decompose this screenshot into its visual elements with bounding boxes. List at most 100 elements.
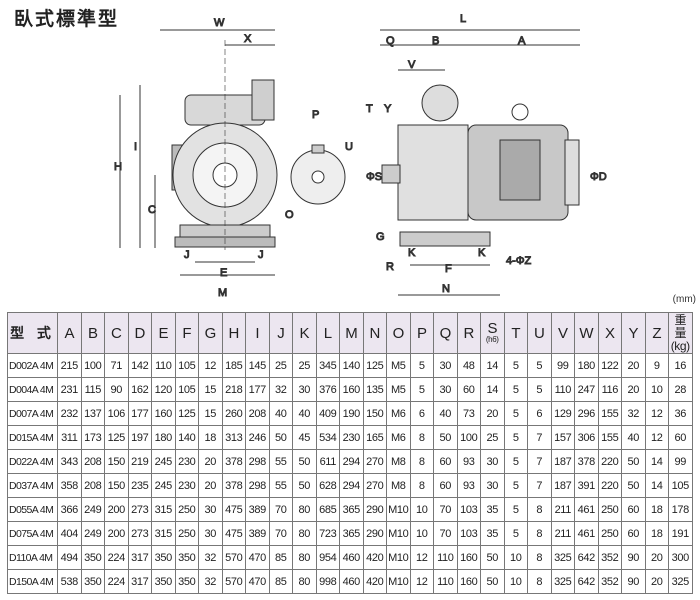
header-label: M [345, 324, 358, 342]
cell-value: 60 [456, 377, 481, 402]
dim-label-v: V [408, 59, 416, 71]
header-u: U [527, 312, 552, 354]
cell-value: 20 [480, 401, 505, 426]
cell-value: 150 [104, 473, 129, 498]
header-label: N [369, 324, 381, 342]
cell-value: 185 [221, 353, 246, 378]
cell-value: 7 [527, 449, 552, 474]
cell-value: 30 [480, 449, 505, 474]
dim-label-q: Q [386, 35, 395, 47]
cell-value: 313 [221, 425, 246, 450]
cell-value: 208 [245, 401, 270, 426]
cell-value: 230 [174, 449, 199, 474]
cell-value: 160 [456, 569, 481, 594]
cell-value: 30 [198, 497, 223, 522]
cell-value: 250 [174, 521, 199, 546]
header-label: E [158, 324, 169, 342]
cell-value: 215 [57, 353, 82, 378]
cell-value: 5 [503, 353, 528, 378]
cell-value: 150 [104, 449, 129, 474]
cell-value: 18 [644, 497, 669, 522]
cell-value: 177 [127, 401, 152, 426]
dim-label-x: X [244, 33, 252, 45]
cell-value: 32 [198, 545, 223, 570]
cell-value: 270 [362, 449, 387, 474]
header-label: V [557, 324, 568, 342]
cell-value: 954 [315, 545, 340, 570]
cell-value: 245 [151, 473, 176, 498]
dim-label-b: B [432, 35, 439, 47]
cell-value: 137 [80, 401, 105, 426]
cell-value: 20 [644, 545, 669, 570]
cell-value: 110 [433, 545, 458, 570]
cell-value: 211 [550, 521, 575, 546]
header-label: Z [652, 324, 662, 342]
cell-value: 211 [550, 497, 575, 522]
cell-value: 250 [597, 521, 622, 546]
header-w: W [574, 312, 599, 354]
cell-value: 55 [268, 473, 293, 498]
cell-value: 105 [668, 473, 693, 498]
cell-value: 231 [57, 377, 82, 402]
cell-value: 6 [409, 401, 434, 426]
cell-value: 36 [668, 401, 693, 426]
cell-value: 160 [151, 401, 176, 426]
header-x: X [597, 312, 622, 354]
cell-value: 998 [315, 569, 340, 594]
dim-label-t: T [366, 103, 373, 115]
header-weight-unit: (kg) [670, 338, 690, 353]
cell-value: 30 [433, 353, 458, 378]
cell-value: 160 [339, 377, 364, 402]
cell-value: 642 [574, 545, 599, 570]
dim-label-h: H [114, 161, 122, 173]
cell-value: 15 [198, 377, 223, 402]
cell-value: 106 [104, 401, 129, 426]
cell-value: 12 [409, 569, 434, 594]
cell-value: 460 [339, 545, 364, 570]
cell-value: M10 [386, 545, 411, 570]
cell-value: 125 [174, 401, 199, 426]
header-o: O [386, 312, 411, 354]
cell-value: 628 [315, 473, 340, 498]
dim-label-k2: K [478, 247, 486, 259]
header-b: B [80, 312, 105, 354]
cell-model: D007A 4M [7, 401, 58, 426]
cell-value: 232 [57, 401, 82, 426]
cell-value: 260 [221, 401, 246, 426]
cell-value: 8 [527, 521, 552, 546]
cell-value: 365 [339, 521, 364, 546]
dim-label-z: 4-ΦZ [506, 255, 532, 267]
cell-value: 723 [315, 521, 340, 546]
header-weight-label: 重量 [674, 312, 687, 340]
dim-label-w: W [214, 17, 225, 29]
header-label: L [323, 324, 332, 342]
dim-label-g: G [376, 231, 385, 243]
header-i: I [245, 312, 270, 354]
cell-value: 325 [550, 569, 575, 594]
cell-value: 197 [127, 425, 152, 450]
cell-value: 294 [339, 473, 364, 498]
cell-value: 115 [80, 377, 105, 402]
cell-value: 208 [80, 449, 105, 474]
cell-model: D037A 4M [7, 473, 58, 498]
header-z: Z [644, 312, 669, 354]
cell-value: 50 [292, 473, 317, 498]
header-m: M [339, 312, 364, 354]
cell-value: 12 [409, 545, 434, 570]
cell-value: 99 [668, 449, 693, 474]
cell-value: 70 [433, 521, 458, 546]
dim-label-l: L [460, 13, 466, 25]
cell-value: 60 [668, 425, 693, 450]
cell-value: 177 [245, 377, 270, 402]
header-label: A [64, 324, 75, 342]
cell-value: 122 [597, 353, 622, 378]
cell-value: 60 [621, 521, 646, 546]
cell-value: 9 [644, 353, 669, 378]
header-label: F [182, 324, 192, 342]
unit-label: (mm) [672, 294, 696, 305]
dim-label-n: N [442, 283, 450, 295]
cell-value: 365 [339, 497, 364, 522]
cell-value: 230 [339, 425, 364, 450]
